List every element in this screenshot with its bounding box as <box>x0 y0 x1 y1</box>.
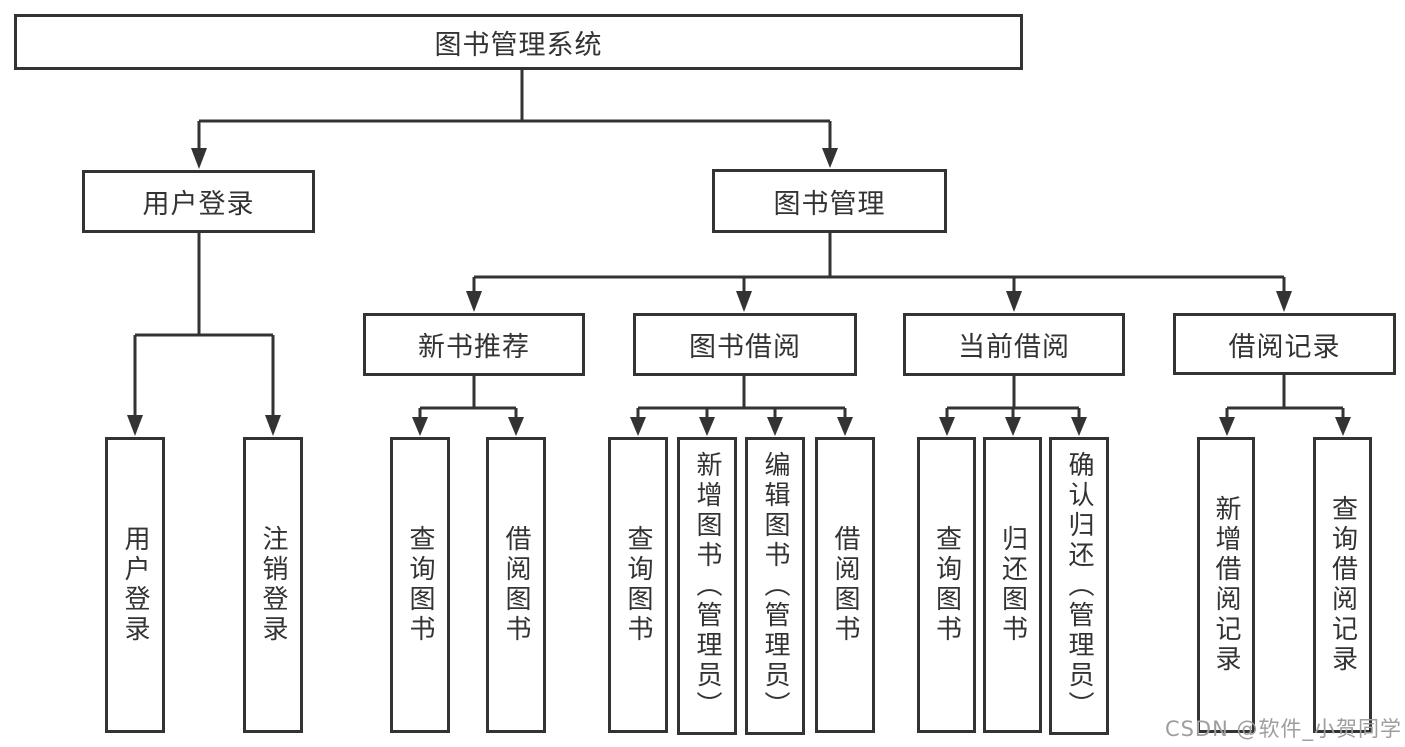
node-leaf-query-books-recommend: 查询图书 <box>390 437 450 733</box>
node-label: 借阅图书 <box>830 525 860 645</box>
node-label: 新增借阅记录 <box>1211 495 1241 675</box>
node-borrowing-records: 借阅记录 <box>1173 313 1396 375</box>
node-label: 新增图书（管理员） <box>692 451 722 721</box>
node-label: 查询图书 <box>623 525 653 645</box>
node-label: 查询图书 <box>405 525 435 645</box>
node-label: 确认归还（管理员） <box>1064 451 1094 721</box>
node-leaf-add-books-admin: 新增图书（管理员） <box>677 437 737 735</box>
node-book-borrowing: 图书借阅 <box>633 313 857 376</box>
node-current-borrowing: 当前借阅 <box>903 313 1125 376</box>
node-label: 归还图书 <box>997 525 1028 645</box>
node-leaf-query-books-borrowing: 查询图书 <box>608 437 668 733</box>
node-label: 查询借阅记录 <box>1327 495 1358 675</box>
node-label: 查询图书 <box>931 525 962 645</box>
node-label: 注销登录 <box>258 525 288 645</box>
node-book-management: 图书管理 <box>712 169 947 233</box>
node-library-management-system: 图书管理系统 <box>14 14 1023 70</box>
node-leaf-edit-books-admin: 编辑图书（管理员） <box>745 437 805 735</box>
node-leaf-return-books: 归还图书 <box>983 437 1042 733</box>
watermark: CSDN @软件_小贺同学 <box>1164 717 1402 741</box>
node-leaf-logout: 注销登录 <box>243 437 303 733</box>
node-new-book-recommendation: 新书推荐 <box>363 313 585 376</box>
node-leaf-user-login: 用户登录 <box>105 437 165 733</box>
node-leaf-borrow-books-recommend: 借阅图书 <box>486 437 546 733</box>
node-leaf-query-borrow-record: 查询借阅记录 <box>1313 437 1372 733</box>
node-leaf-borrow-books-borrowing: 借阅图书 <box>815 437 875 733</box>
node-label: 用户登录 <box>120 525 150 645</box>
node-leaf-confirm-return-admin: 确认归还（管理员） <box>1049 437 1109 735</box>
node-user-login: 用户登录 <box>82 170 315 233</box>
node-leaf-add-borrow-record: 新增借阅记录 <box>1197 437 1255 733</box>
node-label: 编辑图书（管理员） <box>760 451 790 721</box>
node-leaf-query-books-current: 查询图书 <box>917 437 976 733</box>
node-label: 借阅图书 <box>501 525 531 645</box>
